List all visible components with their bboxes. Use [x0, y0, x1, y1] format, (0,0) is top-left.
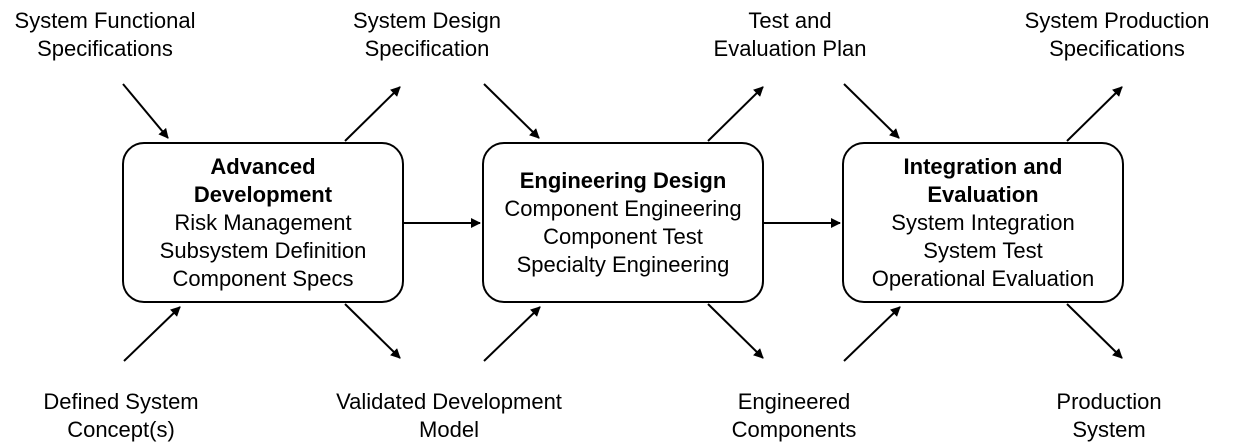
- stage-item-system-integration: System Integration: [891, 209, 1075, 235]
- stage-item-subsystem-definition: Subsystem Definition: [159, 237, 367, 263]
- label-test-and-evaluation-plan: Test and Evaluation Plan: [713, 8, 867, 61]
- stage-integration-and-evaluation: Integration and Evaluation System Integr…: [842, 142, 1124, 303]
- arrow-in-bottom-3: [843, 306, 901, 362]
- arrow-in-top-3: [843, 83, 900, 139]
- label-system-production-specifications: System Production Specifications: [1024, 8, 1210, 61]
- stage-item-risk-management: Risk Management: [174, 209, 352, 235]
- arrow-out-top-1: [344, 86, 401, 142]
- stage-engineering-design: Engineering Design Component Engineering…: [482, 142, 764, 303]
- arrow-out-bottom-3: [1066, 303, 1123, 359]
- arrow-out-top-2: [707, 86, 764, 142]
- stage-title-line-1: Integration and: [903, 153, 1063, 179]
- stage-item-component-test: Component Test: [543, 223, 703, 249]
- label-defined-system-concepts: Defined System Concept(s): [43, 389, 199, 442]
- stage-advanced-development: Advanced Development Risk Management Sub…: [122, 142, 404, 303]
- arrow-in-bottom-2: [483, 306, 541, 362]
- label-production-system: Production System: [1056, 389, 1162, 442]
- stage-title-line-1: Advanced: [210, 153, 316, 179]
- arrow-out-top-3: [1066, 86, 1123, 142]
- stage-item-specialty-engineering: Specialty Engineering: [516, 251, 730, 277]
- stage-title-line-2: Development: [193, 181, 333, 207]
- arrow-in-bottom-1: [123, 306, 181, 362]
- label-system-design-specification: System Design Specification: [353, 8, 501, 61]
- label-validated-development-model: Validated Development Model: [336, 389, 562, 442]
- stage-title-line-2: Evaluation: [927, 181, 1039, 207]
- stage-title-line-1: Engineering Design: [519, 167, 727, 193]
- arrow-in-top-2: [483, 83, 540, 139]
- arrow-out-bottom-1: [344, 303, 401, 359]
- stage-item-system-test: System Test: [923, 237, 1043, 263]
- arrow-in-top-1: [122, 83, 169, 139]
- stage-item-operational-evaluation: Operational Evaluation: [871, 265, 1095, 291]
- label-system-functional-specifications: System Functional Specifications: [14, 8, 196, 61]
- arrow-out-bottom-2: [707, 303, 764, 359]
- label-engineered-components: Engineered Components: [731, 389, 857, 442]
- stage-item-component-specs: Component Specs: [172, 265, 354, 291]
- stage-item-component-engineering: Component Engineering: [504, 195, 742, 221]
